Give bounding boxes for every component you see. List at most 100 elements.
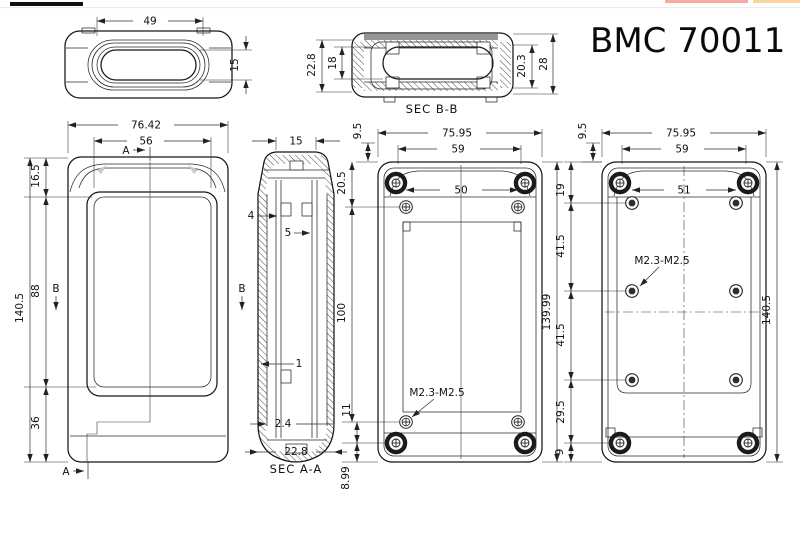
opening-ring-mid — [91, 42, 206, 88]
section-marker-b-left: B — [52, 283, 60, 310]
dim-text-140-5-front: 140.5 — [14, 293, 26, 323]
lid-panel — [616, 197, 752, 394]
dim-text-22-8: 22.8 — [306, 53, 318, 76]
dim-22-8-left: 22.8 — [306, 39, 354, 93]
lid-view-outline — [601, 161, 767, 463]
dim-140-5-lid: 140.5 — [761, 161, 783, 463]
dim-19: 19 — [555, 162, 574, 203]
dim-75-95-lid: 75.95 — [601, 128, 767, 157]
dim-text-16-5: 16.5 — [30, 164, 42, 187]
dim-text-76-42: 76.42 — [131, 120, 161, 132]
dim-text-50: 50 — [454, 185, 467, 197]
aa-hatch-bottom — [258, 424, 334, 462]
sec-aa-outline — [257, 151, 335, 463]
marker-b-left-text: B — [52, 283, 59, 295]
screw-hole — [399, 415, 413, 429]
lid-tab-right — [752, 427, 763, 438]
screw-hole — [729, 196, 743, 210]
dim-139-99: 139.99 — [541, 161, 563, 463]
front-view-outline — [67, 156, 229, 463]
dim-41-5-b: 41.5 — [555, 291, 574, 380]
lid-tab-left — [605, 427, 616, 438]
dim-50: 50 — [406, 185, 518, 197]
dim-20-3: 20.3 — [513, 44, 538, 89]
thread-callout-base: M2.3-M2.5 — [409, 387, 465, 418]
window-inner — [93, 196, 212, 388]
dim-text-8-99: 8.99 — [340, 466, 352, 489]
dim-text-19: 19 — [555, 183, 567, 196]
section-bb-view: 22.8 18 20.3 28 SEC B-B — [306, 32, 558, 116]
dim-11: 11 — [341, 403, 399, 444]
ridge-wedge-right — [188, 165, 198, 174]
dim-88: 88 — [30, 197, 49, 387]
dim-49: 49 — [96, 16, 204, 36]
dim-16-5: 16.5 — [30, 158, 49, 197]
dim-text-41-5-a: 41.5 — [555, 234, 567, 257]
sec-bb-hatch-top — [364, 40, 498, 48]
dim-text-41-5-b: 41.5 — [555, 323, 567, 346]
sec-bb-lid-band — [364, 34, 498, 40]
opening-ring-inner — [96, 46, 201, 84]
screw-boss — [609, 172, 631, 194]
dim-text-2-4: 2.4 — [275, 418, 292, 430]
sec-bb-label: SEC B-B — [406, 102, 459, 116]
dim-text-36: 36 — [30, 416, 42, 430]
dim-100: 100 — [336, 207, 355, 422]
callout-1: 1 — [261, 358, 302, 370]
screw-boss — [609, 432, 631, 454]
dim-text-20-3: 20.3 — [516, 54, 528, 77]
screw-hole — [511, 415, 525, 429]
dim-text-100: 100 — [336, 303, 348, 323]
drawing-title: BMC 70011 — [590, 21, 785, 61]
sec-aa-label: SEC A-A — [270, 462, 323, 476]
screw-hole — [625, 284, 639, 298]
dim-9-5-lid: 9.5 — [577, 123, 602, 163]
dim-29-5: 29.5 — [555, 380, 574, 443]
dim-51: 51 — [632, 185, 736, 197]
dim-59-base: 59 — [397, 144, 522, 164]
dim-text-59-base: 59 — [451, 144, 464, 156]
screw-hole — [729, 373, 743, 387]
sec-bb-tab-right — [485, 96, 498, 103]
screw-boss — [737, 172, 759, 194]
opening-outline — [100, 49, 197, 81]
thread-callout-base-text: M2.3-M2.5 — [409, 387, 464, 399]
dim-text-22-8-bottom: 22.8 — [284, 446, 307, 458]
dim-28: 28 — [513, 33, 558, 95]
lid-view: M2.3-M2.5 75.95 59 51 9.5 — [554, 123, 783, 463]
dim-text-15-cap: 15 — [289, 136, 302, 148]
section-marker-a-top: A — [122, 145, 151, 161]
top-view-outline — [64, 30, 233, 99]
base-view-outline — [377, 161, 543, 463]
dim-text-75-95-lid: 75.95 — [666, 128, 696, 140]
front-ridge-outer — [69, 163, 226, 193]
orange-bar — [753, 0, 800, 3]
screw-boss — [514, 432, 536, 454]
dim-36: 36 — [30, 387, 49, 462]
section-marker-b-right: B — [238, 283, 246, 310]
sec-bb-structure — [364, 41, 498, 90]
callout-5-text: 5 — [285, 227, 292, 239]
section-marker-a-bottom: A — [62, 462, 89, 479]
dim-59-lid: 59 — [621, 144, 747, 164]
screw-hole — [625, 373, 639, 387]
dim-text-11: 11 — [341, 403, 353, 416]
dim-text-88: 88 — [30, 284, 42, 297]
top-view: 49 15 — [64, 16, 252, 99]
black-bar — [10, 2, 83, 6]
salmon-bar — [665, 0, 748, 3]
dim-text-29-5: 29.5 — [555, 400, 567, 423]
section-cut-path — [86, 162, 151, 462]
sec-bb-hatch-right — [500, 42, 511, 88]
callout-1-text: 1 — [296, 358, 303, 370]
screw-boss — [737, 432, 759, 454]
marker-a-top-text: A — [122, 145, 130, 157]
dim-text-49: 49 — [143, 16, 156, 28]
base-window — [402, 221, 522, 413]
screw-boss — [385, 432, 407, 454]
sec-bb-hatch-bottom — [364, 82, 498, 91]
aa-hatch-slant-right — [316, 153, 334, 194]
thread-callout-lid-text: M2.3-M2.5 — [634, 255, 689, 267]
dim-text-15: 15 — [229, 58, 241, 71]
